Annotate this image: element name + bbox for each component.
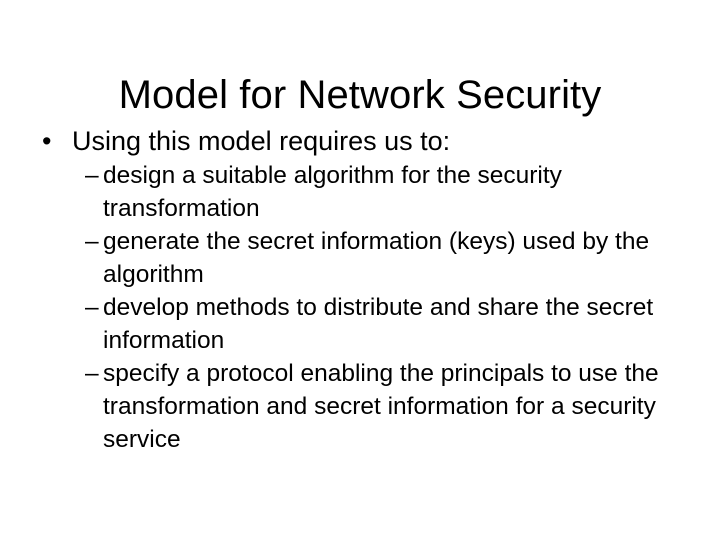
dash-icon: – [85, 360, 99, 387]
bullet-list-level2: – design a suitable algorithm for the se… [72, 159, 706, 456]
slide-body: • Using this model requires us to: – des… [34, 124, 706, 456]
sub-bullet-text: design a suitable algorithm for the secu… [103, 162, 562, 222]
dash-icon: – [85, 228, 99, 255]
list-item: – develop methods to distribute and shar… [85, 291, 703, 357]
sub-bullet-text: develop methods to distribute and share … [103, 294, 654, 354]
bullet-list-level1: • Using this model requires us to: – des… [34, 124, 706, 456]
dash-icon: – [85, 294, 99, 321]
sub-bullet-text: generate the secret information (keys) u… [103, 228, 650, 288]
dash-icon: – [85, 162, 99, 189]
bullet-text: Using this model requires us to: [72, 126, 451, 156]
list-item: • Using this model requires us to: – des… [34, 124, 706, 456]
list-item: – generate the secret information (keys)… [85, 225, 703, 291]
list-item: – specify a protocol enabling the princi… [85, 357, 703, 456]
list-item: – design a suitable algorithm for the se… [85, 159, 703, 225]
page-title: Model for Network Security [118, 72, 602, 117]
bullet-icon: • [42, 126, 52, 156]
sub-bullet-text: specify a protocol enabling the principa… [103, 360, 659, 453]
